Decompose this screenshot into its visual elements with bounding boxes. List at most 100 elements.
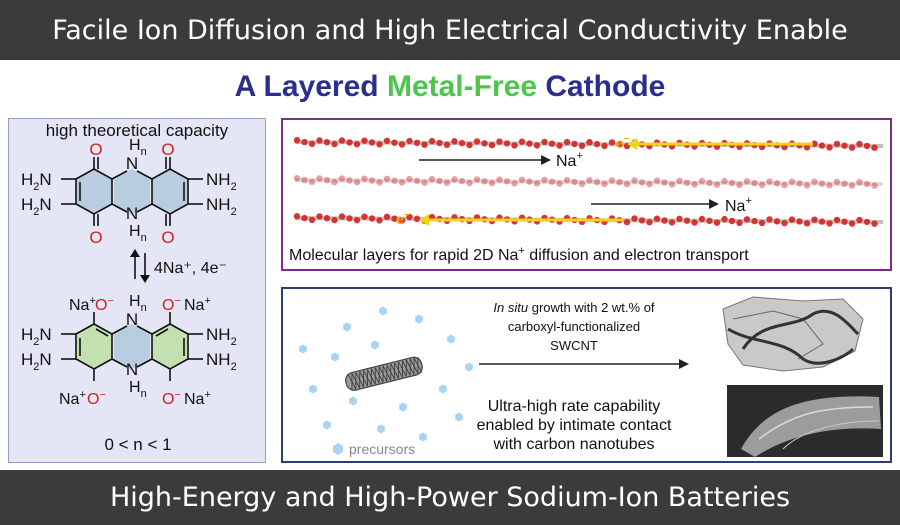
atom — [541, 176, 548, 184]
atom — [383, 213, 391, 220]
atom — [338, 137, 346, 144]
atom — [863, 218, 871, 226]
composition-range: 0 < n < 1 — [104, 435, 171, 454]
atom — [511, 180, 518, 187]
atom — [833, 178, 841, 186]
hydrogen-label: Hn — [129, 293, 147, 314]
atom — [668, 181, 676, 188]
atom — [811, 216, 818, 223]
atom — [526, 140, 533, 147]
atom — [571, 140, 578, 148]
atom — [578, 180, 586, 187]
atom — [773, 180, 781, 187]
atom — [698, 215, 706, 223]
atom — [616, 179, 623, 186]
atom — [361, 175, 368, 182]
atom — [601, 142, 608, 150]
result-line: Ultra-high rate capability — [488, 398, 661, 415]
precursor-particle — [399, 402, 407, 412]
atom — [308, 216, 316, 224]
nitrogen-label: N — [126, 204, 138, 223]
sem-micrograph — [727, 385, 883, 457]
hydrogen-label: Hn — [129, 223, 147, 244]
atom — [691, 219, 698, 226]
sodium-label: Na+ — [69, 295, 96, 314]
bottom-banner: High-Energy and High-Power Sodium-Ion Ba… — [0, 470, 900, 525]
atom — [751, 179, 758, 187]
electron-transport-arrow — [419, 214, 623, 226]
right-ring — [152, 169, 188, 214]
atom — [316, 137, 323, 144]
atom — [721, 177, 728, 185]
sodium-ion-label: Na+ — [725, 195, 752, 215]
atom — [593, 140, 601, 148]
atom — [406, 175, 413, 183]
atom — [398, 179, 406, 186]
atom — [436, 139, 443, 147]
atom — [803, 220, 811, 227]
oxidized-structure: O O O O N N Hn Hn H2N H2N NH2 NH2 — [21, 137, 237, 247]
atom — [631, 215, 638, 222]
atom — [706, 179, 713, 186]
growth-condition-line: carboxyl-functionalized — [508, 319, 640, 334]
atom — [653, 215, 661, 222]
atom — [421, 141, 428, 148]
atom — [578, 142, 586, 149]
growth-condition-line: SWCNT — [550, 338, 598, 353]
atom — [316, 213, 323, 220]
atom — [481, 140, 488, 147]
oxygen-anion: O− — [87, 389, 106, 408]
atom — [533, 142, 541, 149]
atom — [863, 180, 871, 188]
atom — [638, 217, 646, 224]
atom — [608, 177, 616, 184]
hydrogen-label: Hn — [129, 137, 147, 158]
atom — [728, 217, 736, 225]
atom — [331, 140, 338, 148]
atom — [316, 175, 323, 182]
atom — [826, 220, 833, 227]
atom — [308, 140, 316, 148]
oxygen-anion: O− — [95, 295, 114, 314]
atom — [773, 218, 781, 225]
atom — [391, 177, 398, 184]
atom — [758, 181, 766, 189]
amine-group: H2N — [21, 195, 52, 218]
atom — [818, 180, 826, 187]
atom — [676, 177, 683, 184]
atom — [833, 216, 841, 224]
atom — [653, 177, 661, 184]
precursor-particle — [465, 362, 473, 372]
atom — [841, 142, 848, 149]
atom — [758, 219, 766, 227]
amine-group: H2N — [21, 350, 52, 373]
atom — [683, 217, 691, 224]
structure-panel: high theoretical capacity — [8, 118, 266, 463]
left-ring — [76, 169, 112, 214]
atom — [818, 218, 826, 225]
molecular-layer — [293, 137, 884, 151]
atom — [721, 215, 728, 223]
atom — [766, 178, 773, 185]
precursor-particle — [455, 412, 463, 422]
atom — [346, 139, 353, 146]
atom — [586, 139, 593, 146]
precursor-legend-icon — [333, 443, 343, 455]
atom — [353, 141, 361, 148]
atom — [638, 179, 646, 186]
precursor-particle — [309, 384, 317, 394]
growth-condition-line: In situ growth with 2 wt.% of — [493, 300, 655, 315]
atom — [346, 177, 353, 184]
atom — [803, 182, 811, 189]
atom — [601, 180, 608, 188]
result-line: with carbon nanotubes — [493, 436, 655, 453]
oxygen-label: O — [89, 228, 102, 247]
result-line: enabled by intimate contact — [477, 417, 672, 434]
electron-label: e− — [616, 134, 630, 151]
atom — [398, 217, 406, 224]
atom — [691, 181, 698, 188]
atom — [526, 178, 533, 185]
sodium-label: Na+ — [184, 295, 211, 314]
amine-group: NH2 — [206, 195, 237, 218]
atom — [361, 213, 368, 220]
